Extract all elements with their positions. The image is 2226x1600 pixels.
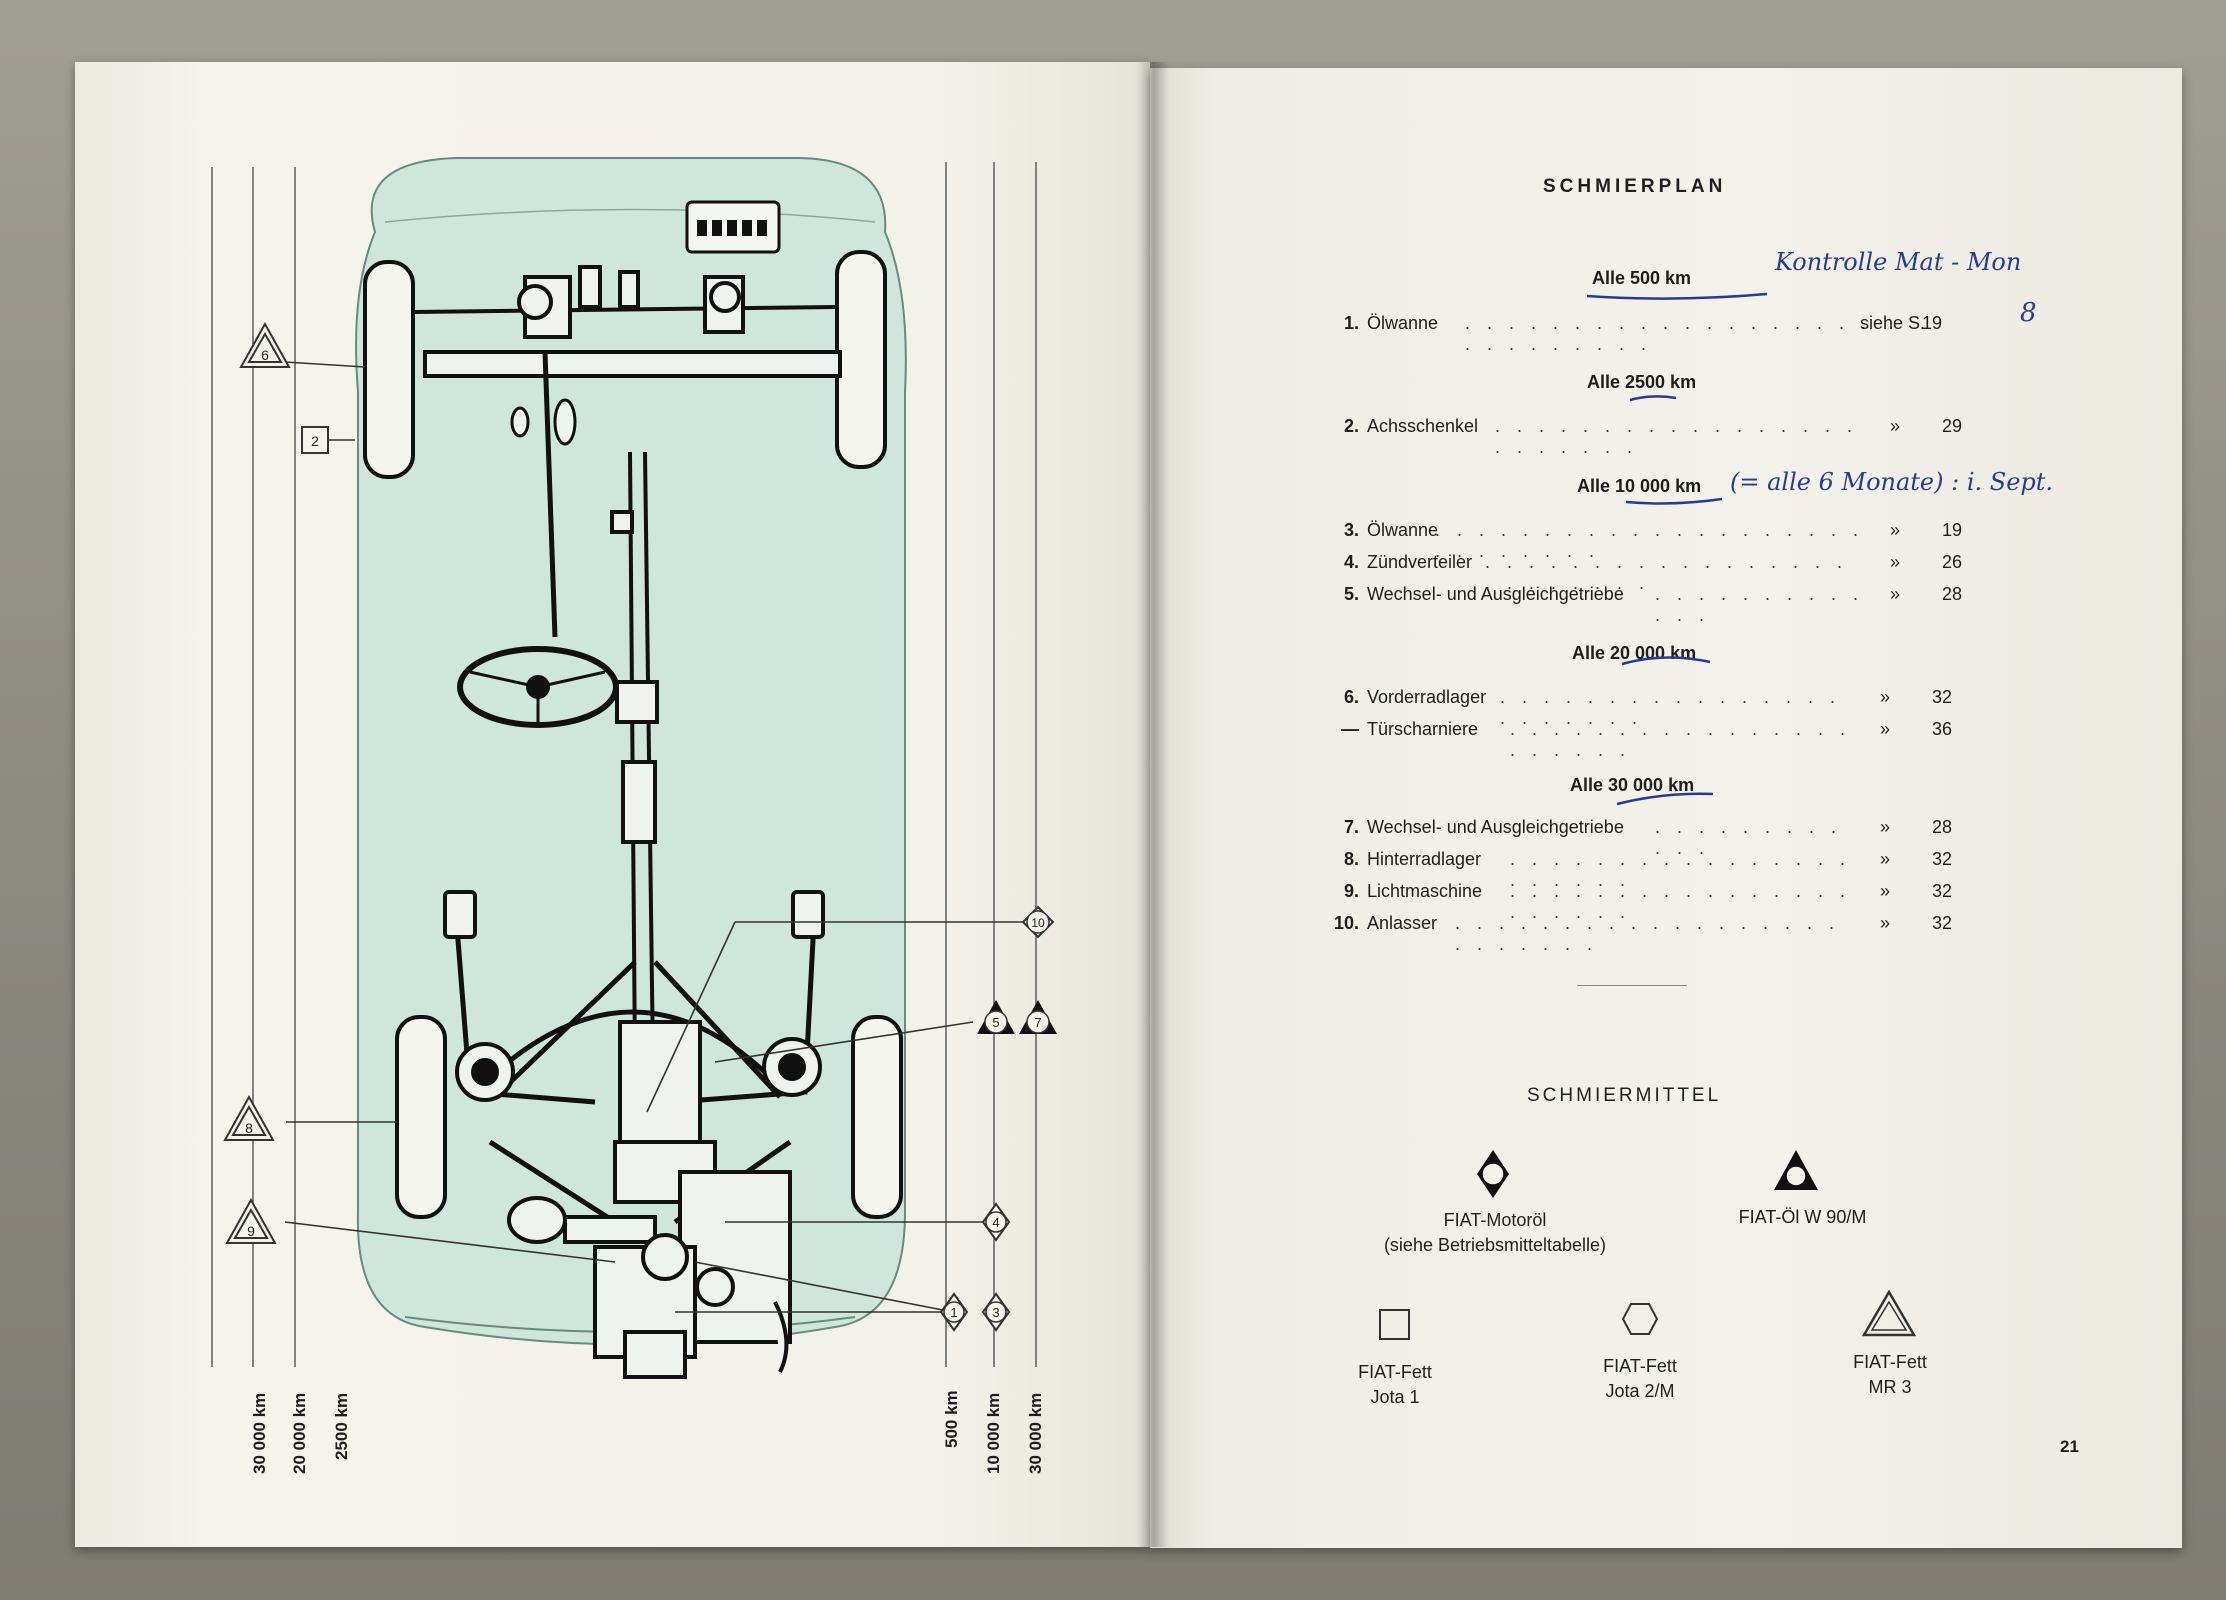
- interval-2500: Alle 2500 km: [1587, 372, 1697, 392]
- axis-label-30000-right: 30 000 km: [1026, 1392, 1045, 1474]
- list-item: — Türscharniere . . . . . . . . . . . . …: [1341, 719, 1953, 760]
- list-item: 2. Achsschenkel . . . . . . . . . . . . …: [1343, 416, 1963, 457]
- callout-10: [1021, 905, 1055, 939]
- axis-label-20000-left: 20 000 km: [290, 1392, 309, 1474]
- axis-label-2500-left: 2500 km: [332, 1392, 351, 1460]
- pen-underline-10000: [1625, 497, 1723, 505]
- pen-underline-2500: [1629, 395, 1677, 402]
- interval-30000: Alle 30 000 km: [1570, 775, 1695, 795]
- interval-500: Alle 500 km: [1592, 268, 1692, 288]
- handwritten-note-10000: (= alle 6 Monate) : i. Sept.: [1730, 468, 2054, 496]
- triangle-icon: [1862, 1290, 1916, 1337]
- book-gutter: [1135, 62, 1169, 1547]
- lubricant-jota1: FIAT-Fett Jota 1: [1358, 1362, 1432, 1407]
- page-title: SCHMIERPLAN: [1543, 176, 1727, 197]
- lubricant-motoroel: FIAT-Motoröl (siehe Betriebsmitteltabell…: [1383, 1210, 1607, 1255]
- chassis-lubrication-diagram: 6 2 8 9 10 5 7 4 1 3: [211, 157, 1057, 1379]
- pen-underline-30000: [1616, 792, 1714, 806]
- lubricants-title: SCHMIERMITTEL: [1527, 1085, 1722, 1106]
- lubricant-mr3: FIAT-Fett MR 3: [1853, 1352, 1927, 1397]
- diamond-circle-icon: [1477, 1150, 1509, 1198]
- callout-9: [225, 1197, 277, 1244]
- callout-4: [981, 1202, 1011, 1242]
- list-item: 9. Lichtmaschine . . . . . . . . . . . .…: [1343, 881, 1953, 922]
- lubricant-jota2m: FIAT-Fett Jota 2/M: [1603, 1356, 1677, 1401]
- handwritten-margin-mark: 8: [2020, 298, 2037, 328]
- pen-underline-500: [1586, 292, 1768, 300]
- axis-label-10000-right: 10 000 km: [984, 1392, 1003, 1474]
- hexagon-icon: [1621, 1303, 1659, 1335]
- callout-3: [981, 1292, 1011, 1332]
- list-item: 1. Ölwanne . . . . . . . . . . . . . . .…: [1343, 313, 1943, 354]
- callout-5-label: 5: [992, 1015, 999, 1030]
- pen-strike-20000: [1621, 656, 1711, 666]
- callout-6-label: 6: [261, 347, 269, 363]
- divider: [1577, 985, 1687, 986]
- list-item: 4. Zündverteiler . . . . . . . . . . . .…: [1343, 552, 1963, 593]
- triangle-circle-icon: [1774, 1150, 1818, 1190]
- callout-8-label: 8: [245, 1120, 253, 1136]
- callout-3-label: 3: [992, 1305, 999, 1320]
- list-item: 8. Hinterradlager . . . . . . . . . . . …: [1343, 849, 1953, 890]
- square-icon: [1379, 1309, 1410, 1340]
- list-item: 6. Vorderradlager . . . . . . . . . . . …: [1343, 687, 1953, 728]
- axis-label-30000-left: 30 000 km: [250, 1392, 269, 1474]
- callout-2-label: 2: [311, 433, 319, 449]
- list-item: 5. Wechsel- und Ausgleichgetriebe . . . …: [1343, 584, 1963, 625]
- list-item: 7. Wechsel- und Ausgleichgetriebe . . . …: [1343, 817, 1953, 858]
- callout-1-label: 1: [950, 1305, 957, 1320]
- callout-7: [1019, 1000, 1057, 1034]
- callout-2: [301, 426, 329, 454]
- handwritten-note-500: Kontrolle Mat - Mon: [1775, 248, 2022, 276]
- list-item: 10. Anlasser . . . . . . . . . . . . . .…: [1333, 913, 1953, 954]
- callout-7-label: 7: [1034, 1015, 1041, 1030]
- page-number: 21: [2060, 1437, 2079, 1456]
- callout-4-label: 4: [992, 1215, 999, 1230]
- lubricant-getriebeoel: FIAT-Öl W 90/M: [1738, 1207, 1867, 1227]
- callout-1: [939, 1292, 969, 1332]
- callout-6: [239, 321, 291, 368]
- list-item: 3. Ölwanne . . . . . . . . . . . . . . .…: [1343, 520, 1963, 561]
- right-page: [1150, 68, 2182, 1548]
- callout-5: [977, 1000, 1015, 1034]
- callout-10-label: 10: [1031, 916, 1045, 930]
- callout-9-label: 9: [247, 1223, 255, 1239]
- interval-10000: Alle 10 000 km: [1577, 476, 1702, 496]
- callout-8: [223, 1094, 275, 1141]
- axis-label-500-right: 500 km: [942, 1390, 961, 1448]
